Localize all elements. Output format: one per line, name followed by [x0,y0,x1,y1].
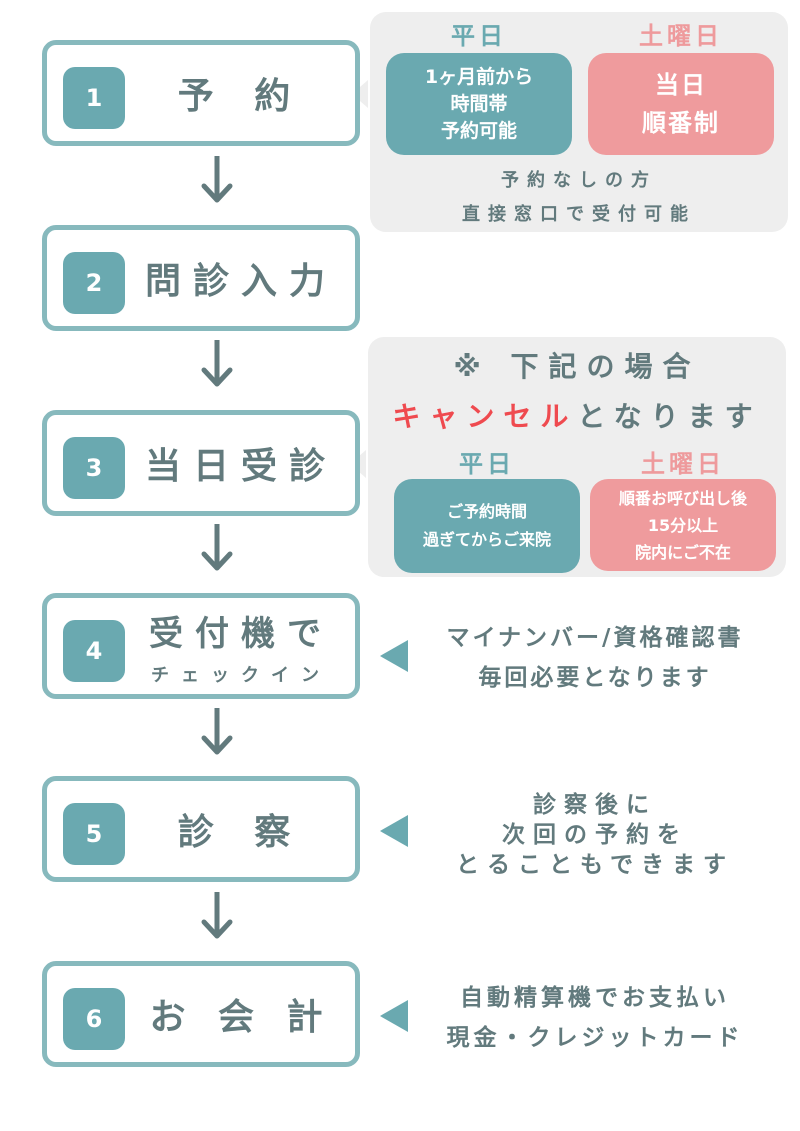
cancel-weekday-line: 過ぎてからご来院 [422,530,551,549]
step-label: 予 約 [177,76,305,117]
payment-note: 自動精算機でお支払い 現金・クレジットカード [410,978,780,1058]
cancel-saturday-header: 土曜日 [641,450,725,478]
step-5-examination: 5 診 察 [42,776,360,882]
weekday-box-line: 時間帯 [450,92,508,115]
cancel-title: ※ 下記の場合 [453,350,701,383]
step-label: 問診入力 [144,261,337,302]
step-2-questionnaire: 2 問診入力 [42,225,360,331]
step-label: 当日受診 [144,446,337,487]
step-label-line2: チェックイン [151,664,331,686]
exam-note-line: とることもできます [455,852,735,878]
step-3-same-day-visit: 3 当日受診 [42,410,360,516]
reservation-footer: 予約なしの方 直接窓口で受付可能 [370,164,788,232]
cancel-weekday-box: ご予約時間 過ぎてからご来院 [394,479,580,573]
reservation-footer-line: 予約なしの方 [501,170,657,191]
step-6-payment: 6 お 会 計 [42,961,360,1067]
cancel-weekday-header: 平日 [459,450,515,478]
exam-note-line: 次回の予約を [502,822,688,848]
saturday-box-line: 順番制 [642,109,720,137]
payment-note-line: 現金・クレジットカード [446,1025,744,1051]
step-number-badge: 3 [63,437,125,499]
cancel-saturday-box: 順番お呼び出し後 15分以上 院内にご不在 [590,479,776,571]
arrow-down-icon [201,156,233,203]
arrow-down-icon [201,524,233,571]
payment-note-line: 自動精算機でお支払い [460,985,730,1011]
checkin-note-line: マイナンバー/資格確認書 [446,625,744,651]
pointer-triangle-icon [380,815,408,847]
reservation-weekday-header: 平日 [451,22,507,50]
step-label: 受付機で チェックイン [137,598,345,694]
cancel-subtitle: キャンセルとなります [368,395,786,435]
weekday-box-line: 1ヶ月前から [424,65,534,88]
step-number-badge: 2 [63,252,125,314]
step-number-badge: 6 [63,988,125,1050]
step-number-badge: 1 [63,67,125,129]
reservation-saturday-box: 当日 順番制 [588,53,774,155]
step-label: 診 察 [177,812,305,853]
step-label: お 会 計 [149,997,333,1038]
cancel-saturday-line: 15分以上 [647,515,719,535]
weekday-box-line: 予約可能 [440,119,517,142]
checkin-note: マイナンバー/資格確認書 毎回必要となります [410,618,780,698]
step-number-badge: 4 [63,620,125,682]
cancel-saturday-line: 院内にご不在 [635,542,731,562]
exam-note-line: 診察後に [533,792,657,818]
checkin-note-line: 毎回必要となります [478,665,712,691]
pointer-triangle-icon [380,640,408,672]
cancel-saturday-line: 順番お呼び出し後 [618,488,747,508]
cancel-rest: となります [577,400,762,433]
step-number-badge: 5 [63,803,125,865]
arrow-down-icon [201,708,233,755]
step-label-line1: 受付機で [149,613,333,654]
saturday-box-line: 当日 [655,71,707,99]
pointer-triangle-icon [380,1000,408,1032]
step-1-reservation: 1 予 約 [42,40,360,146]
reservation-footer-line: 直接窓口で受付可能 [462,204,696,225]
cancel-weekday-line: ご予約時間 [446,502,527,521]
arrow-down-icon [201,892,233,939]
cancel-word: キャンセル [392,400,578,433]
exam-note: 診察後に 次回の予約を とることもできます [410,790,780,880]
arrow-down-icon [201,340,233,387]
reservation-saturday-header: 土曜日 [639,22,723,50]
reservation-weekday-box: 1ヶ月前から 時間帯 予約可能 [386,53,572,155]
step-4-check-in: 4 受付機で チェックイン [42,593,360,699]
